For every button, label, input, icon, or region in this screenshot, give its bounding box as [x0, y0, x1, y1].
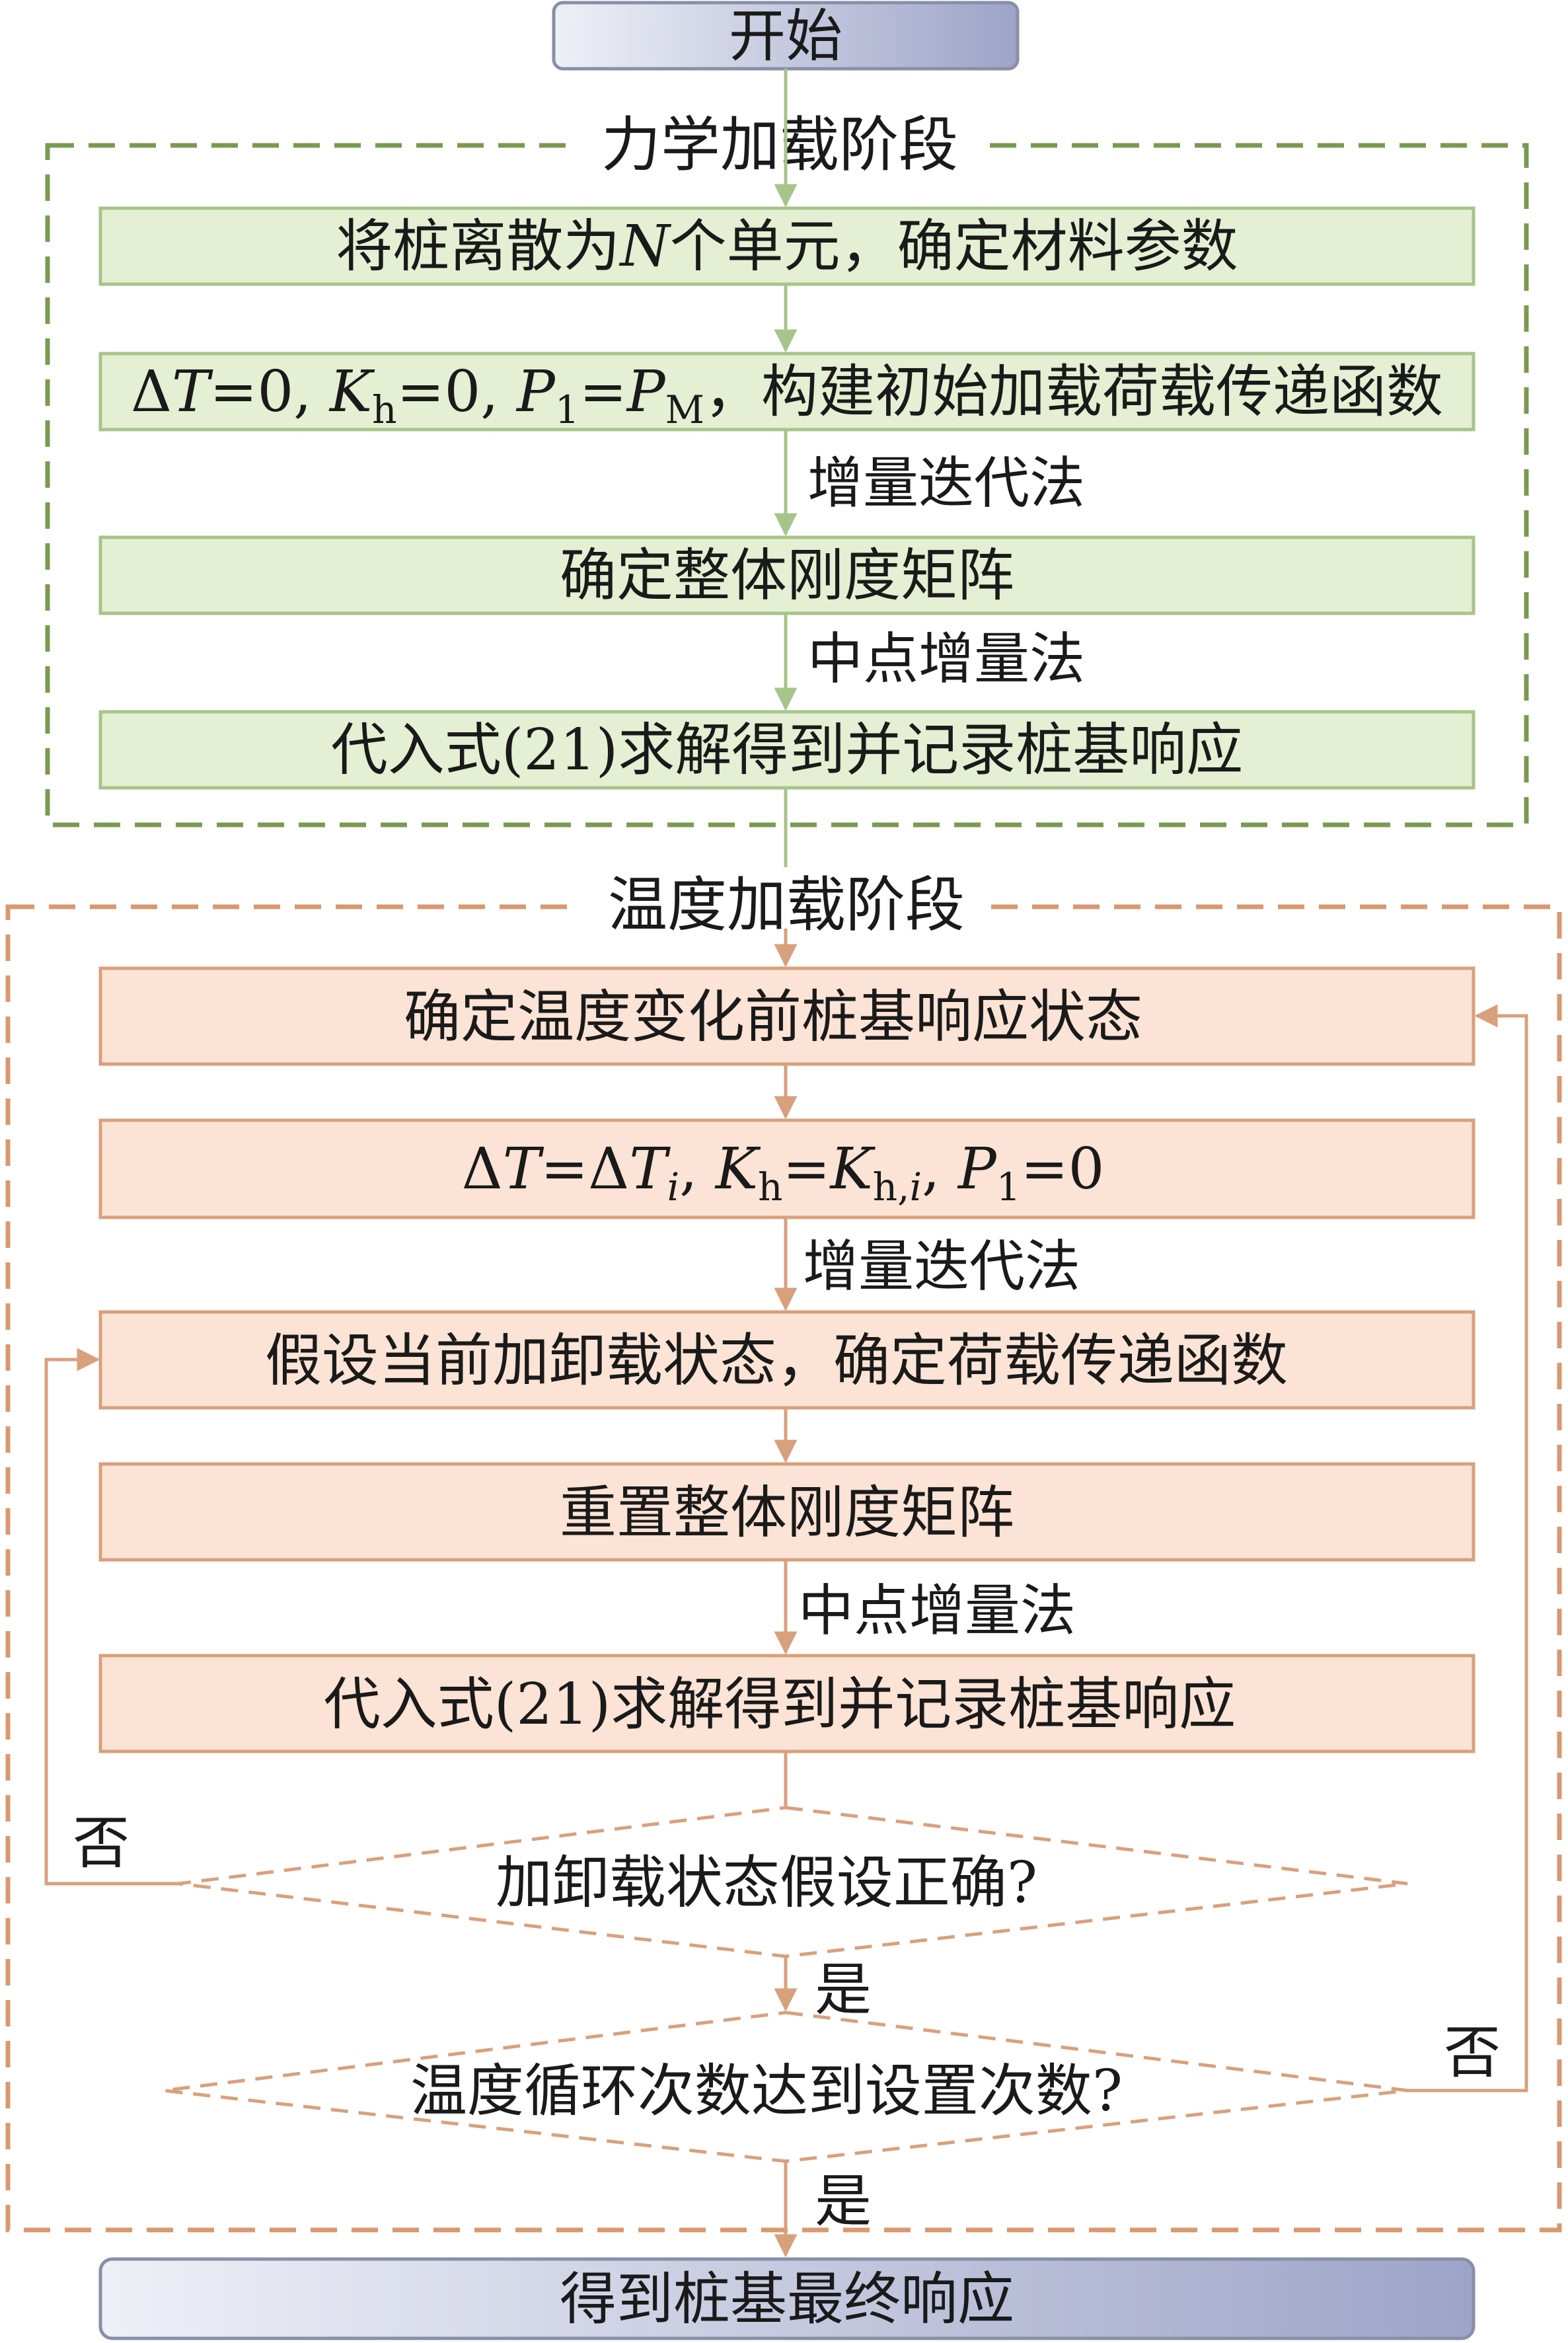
- stage1-box4-text: 代入式(21)求解得到并记录桩基响应: [331, 717, 1244, 783]
- stage2-box3: 假设当前加卸载状态，确定荷载传递函数: [98, 1310, 1475, 1410]
- end-terminal: 得到桩基最终响应: [98, 2257, 1475, 2340]
- stage2-container: [5, 904, 1562, 2233]
- stage1-title: 力学加载阶段: [601, 110, 958, 180]
- decision1-text: 加卸载状态假设正确?: [496, 1850, 1037, 1916]
- stage2-box5-text: 代入式(21)求解得到并记录桩基响应: [324, 1671, 1236, 1738]
- stage1-box4: 代入式(21)求解得到并记录桩基响应: [98, 710, 1475, 790]
- stage2-box5: 代入式(21)求解得到并记录桩基响应: [98, 1654, 1475, 1753]
- stage2-label-incremental-iteration: 增量迭代法: [803, 1234, 1080, 1299]
- decision-temperature-cycles: 温度循环次数达到设置次数?: [163, 2011, 1408, 2163]
- decision2-no-label: 否: [1444, 2020, 1501, 2086]
- stage1-box2: ΔT=0, Kh=0, P1=PM，构建初始加载荷载传递函数: [98, 352, 1475, 432]
- stage1-box3-text: 确定整体刚度矩阵: [560, 543, 1014, 609]
- decision1-yes-label: 是: [815, 1957, 872, 2023]
- svg-text:ΔT=ΔTi, Kh=Kh,i, P1=0: ΔT=ΔTi, Kh=Kh,i, P1=0: [462, 1136, 1105, 1210]
- start-label: 开始: [729, 3, 842, 69]
- stage2-box2: ΔT=ΔTi, Kh=Kh,i, P1=0: [98, 1118, 1475, 1219]
- stage1-box1-pre: 将桩离散为: [336, 213, 620, 280]
- stage2-box1-text: 确定温度变化前桩基响应状态: [404, 984, 1142, 1050]
- stage2-box4-text: 重置整体刚度矩阵: [560, 1480, 1014, 1546]
- end-label: 得到桩基最终响应: [560, 2266, 1014, 2332]
- start-terminal: 开始: [552, 1, 1020, 71]
- stage2-arrows: [44, 929, 1528, 2258]
- stage1-label-incremental-iteration: 增量迭代法: [807, 451, 1085, 516]
- decision-loading-state: 加卸载状态假设正确?: [178, 1806, 1408, 1958]
- stage1-box1-post: 个单元，确定材料参数: [670, 213, 1238, 280]
- stage1-box1: 将桩离散为N个单元，确定材料参数: [98, 206, 1475, 286]
- stage2-title: 温度加载阶段: [608, 870, 965, 940]
- decision1-no-label: 否: [73, 1810, 130, 1876]
- decision2-text: 温度循环次数达到设置次数?: [410, 2058, 1123, 2124]
- stage2-box4: 重置整体刚度矩阵: [98, 1462, 1475, 1562]
- stage1-box1-var: N: [618, 213, 671, 280]
- stage1-box3: 确定整体刚度矩阵: [98, 535, 1475, 615]
- stage2-box1: 确定温度变化前桩基响应状态: [98, 966, 1475, 1066]
- decision2-yes-label: 是: [815, 2169, 872, 2235]
- stage1-label-midpoint-increment: 中点增量法: [807, 627, 1085, 691]
- svg-text:将桩离散为N个单元，确定材料参数: 将桩离散为N个单元，确定材料参数: [336, 213, 1238, 280]
- svg-text:ΔT=0, Kh=0, P1=PM，构建初始加载荷载传递函数: ΔT=0, Kh=0, P1=PM，构建初始加载荷载传递函数: [131, 359, 1443, 432]
- stage2-label-midpoint-increment: 中点增量法: [798, 1578, 1076, 1643]
- stage2-box3-text: 假设当前加卸载状态，确定荷载传递函数: [265, 1328, 1288, 1394]
